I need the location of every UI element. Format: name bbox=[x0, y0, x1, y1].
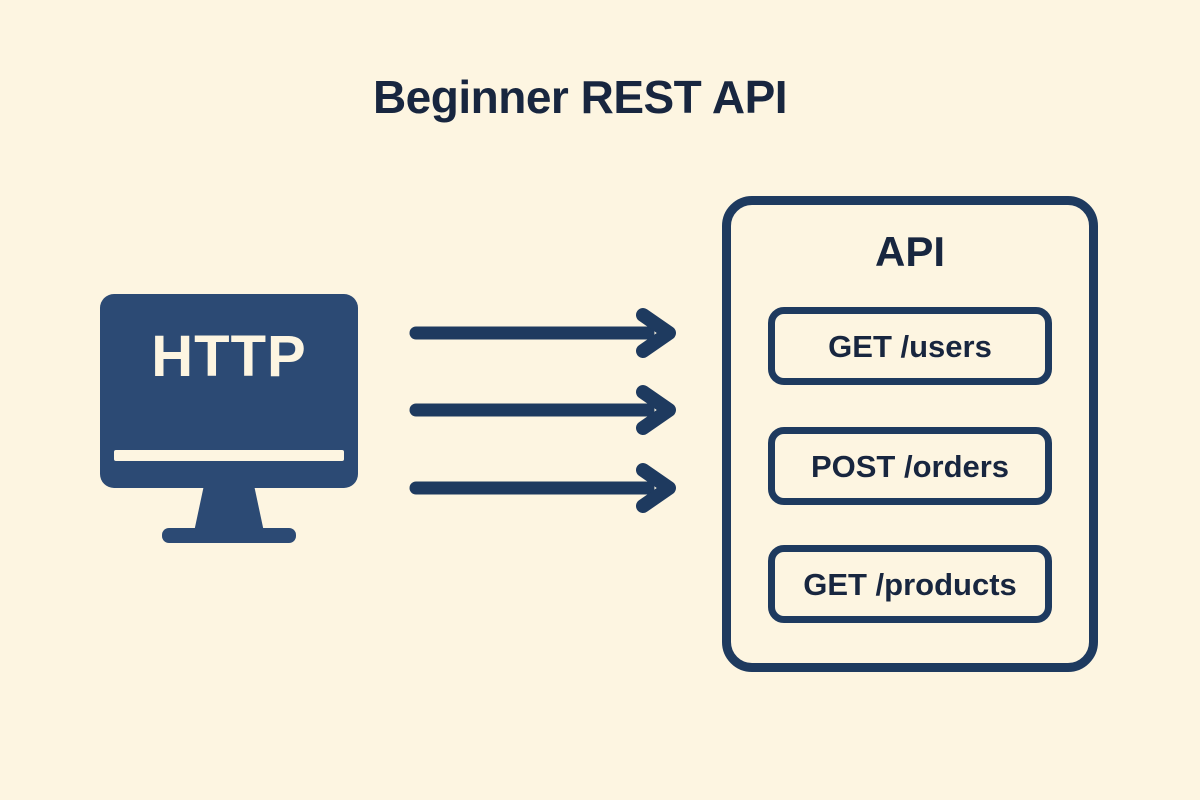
endpoint-label: GET /products bbox=[803, 566, 1017, 602]
monitor-stand bbox=[194, 486, 264, 532]
monitor-icon: HTTP bbox=[100, 294, 358, 488]
api-container: API GET /users POST /orders GET /product… bbox=[722, 196, 1098, 672]
endpoint-label: GET /users bbox=[828, 328, 992, 364]
monitor-base bbox=[162, 528, 296, 543]
client-monitor-node: HTTP bbox=[100, 294, 358, 544]
request-arrow-1 bbox=[409, 308, 676, 358]
endpoint-label: POST /orders bbox=[810, 448, 1010, 484]
monitor-screen-bar bbox=[114, 450, 344, 461]
api-heading: API bbox=[874, 228, 945, 275]
endpoint-row-products[interactable]: GET /products bbox=[768, 545, 1052, 623]
request-arrow-3 bbox=[409, 463, 676, 513]
endpoint-row-orders[interactable]: POST /orders bbox=[768, 427, 1052, 505]
monitor-label: HTTP bbox=[151, 324, 307, 389]
page-title: Beginner REST API bbox=[372, 71, 788, 123]
request-arrow-2 bbox=[409, 385, 676, 435]
endpoint-row-users[interactable]: GET /users bbox=[768, 307, 1052, 385]
